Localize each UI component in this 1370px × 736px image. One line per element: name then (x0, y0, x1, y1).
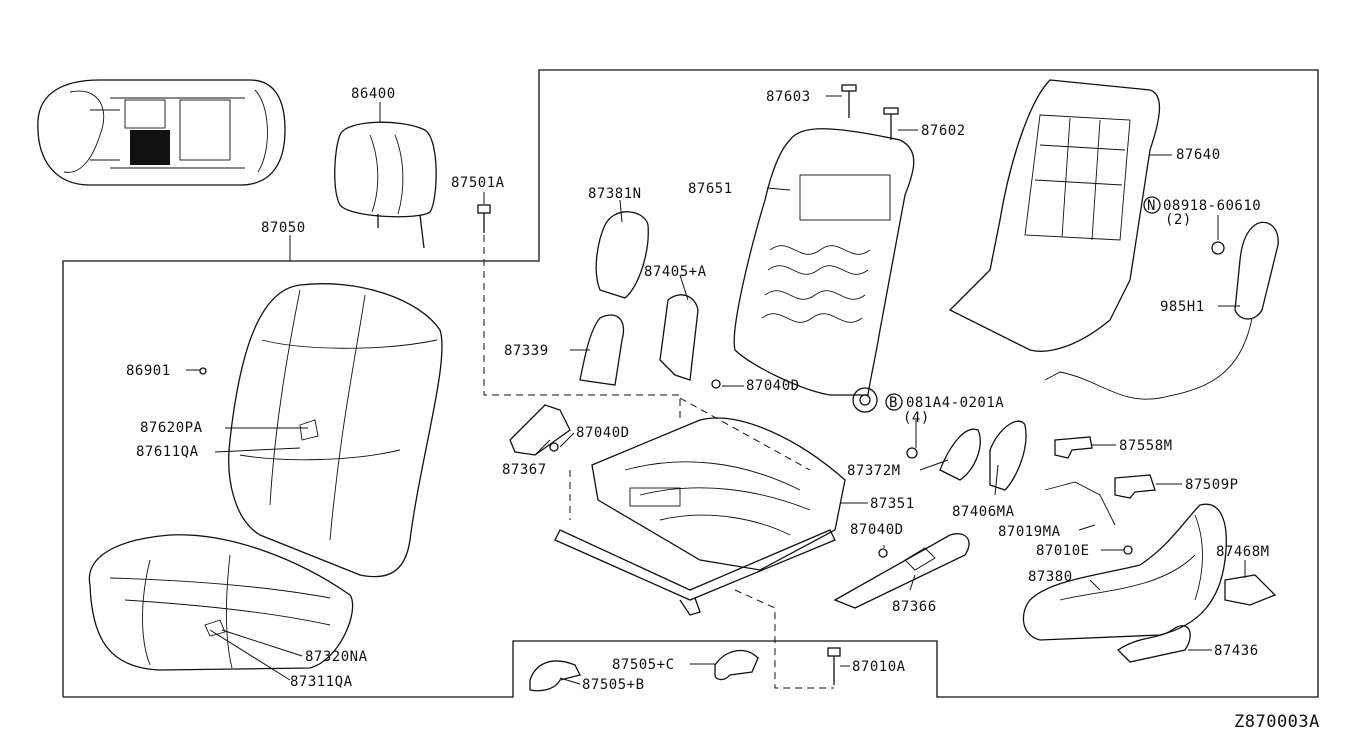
label-87505B: 87505+B (582, 677, 645, 693)
label-87040D-3: 87040D (850, 522, 904, 538)
bolt-081A4 (906, 447, 918, 459)
part-labels: 86400 87501A 87050 86901 87620PA 87611QA… (126, 86, 1270, 693)
seat-rails (554, 529, 836, 616)
label-87620PA: 87620PA (140, 420, 203, 436)
frame-lines (62, 69, 1319, 698)
label-87468M: 87468M (1216, 544, 1270, 560)
nut-87040D-3 (878, 548, 888, 558)
label-87505C: 87505+C (612, 657, 675, 673)
side-cover-87380 (1022, 503, 1227, 641)
label-86400: 86400 (351, 86, 396, 102)
dashed-guides (483, 235, 834, 689)
bracket-87405A (659, 294, 699, 381)
label-86901: 86901 (126, 363, 171, 379)
label-87040D-2: 87040D (576, 425, 630, 441)
n-marker-text: N (1147, 198, 1156, 214)
bracket-87406MA (989, 420, 1027, 491)
leader-lines (186, 95, 1246, 685)
label-87405A: 87405+A (644, 264, 707, 280)
label-87558M: 87558M (1119, 438, 1173, 454)
label-87640: 87640 (1176, 147, 1221, 163)
headrest-86400 (334, 121, 437, 249)
label-87406MA: 87406MA (952, 504, 1015, 520)
clip-87010E (1123, 545, 1133, 555)
label-87436: 87436 (1214, 643, 1259, 659)
bolt-87501A (477, 204, 491, 233)
cover-87505C (714, 649, 759, 681)
label-08918-60610: 08918-60610 (1163, 198, 1261, 214)
cover-87505B (529, 660, 581, 692)
seat-cushion-frame-87351 (591, 417, 846, 571)
side-finisher-87366 (833, 533, 970, 609)
bracket-87372M (939, 428, 981, 481)
label-87380: 87380 (1028, 569, 1073, 585)
lever-87436 (1116, 625, 1191, 663)
label-081A4-qty: (4) (903, 410, 930, 426)
bracket-87367 (509, 404, 571, 456)
label-87019MA: 87019MA (998, 524, 1061, 540)
label-87320NA: 87320NA (305, 649, 368, 665)
label-87040D-1: 87040D (746, 378, 800, 394)
vehicle-locator-icon (37, 79, 286, 186)
label-87381N: 87381N (588, 186, 642, 202)
harness-87019MA (1044, 481, 1116, 526)
label-87372M: 87372M (847, 463, 901, 479)
label-985H1: 985H1 (1160, 299, 1205, 315)
bolt-87010A (827, 647, 841, 685)
knob-87468M (1224, 574, 1277, 606)
pin-87602 (883, 107, 899, 140)
seat-cushion-trim-87320NA (88, 534, 354, 671)
label-87603: 87603 (766, 89, 811, 105)
label-87367: 87367 (502, 462, 547, 478)
seat-back-pad-87640 (948, 79, 1161, 352)
clip-87509P (1114, 474, 1156, 499)
label-87311QA: 87311QA (290, 674, 353, 690)
b-marker-text: B (889, 395, 898, 411)
side-airbag-985H1 (1044, 221, 1279, 400)
seat-location-highlight (130, 130, 170, 165)
label-87339: 87339 (504, 343, 549, 359)
label-87366: 87366 (892, 599, 937, 615)
seat-back-frame-87651 (733, 128, 915, 413)
label-87501A: 87501A (451, 175, 505, 191)
label-87611QA: 87611QA (136, 444, 199, 460)
nut-87040D-2 (711, 379, 721, 389)
clip-86901 (199, 367, 207, 375)
diagram-id: Z870003A (1234, 712, 1320, 732)
n-callout-marker: N (1143, 196, 1161, 214)
label-87010A: 87010A (852, 659, 906, 675)
label-87351: 87351 (870, 496, 915, 512)
label-08918-qty: (2) (1165, 212, 1192, 228)
pin-87603 (841, 84, 857, 118)
label-87010E: 87010E (1036, 543, 1090, 559)
label-87509P: 87509P (1185, 477, 1239, 493)
label-87651: 87651 (688, 181, 733, 197)
label-87602: 87602 (921, 123, 966, 139)
clip-87558M (1054, 436, 1093, 459)
nut-87040D-1 (549, 442, 559, 452)
label-081A4-0201A: 081A4-0201A (906, 395, 1004, 411)
cover-87381N (595, 211, 649, 299)
seat-back-trim-87620PA (228, 283, 443, 578)
label-87050: 87050 (261, 220, 306, 236)
b-callout-marker: B (885, 393, 903, 411)
cover-87339 (579, 314, 625, 386)
